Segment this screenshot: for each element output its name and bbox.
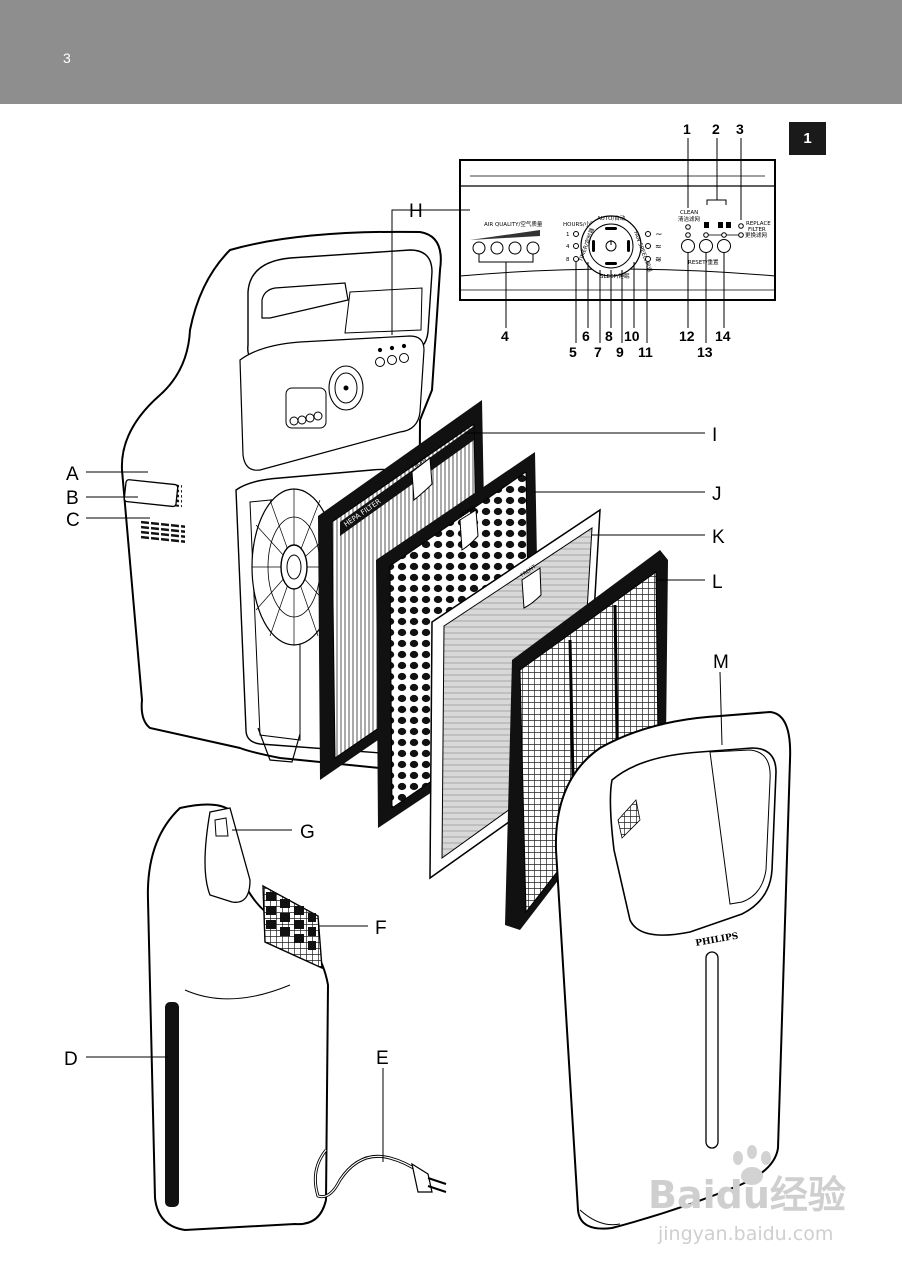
page-number: 3 — [63, 50, 71, 66]
callout-b: B — [66, 488, 79, 509]
svg-text:4: 4 — [566, 244, 570, 250]
callout-c: C — [66, 510, 80, 531]
front-cover: PHILIPS — [554, 710, 792, 1230]
callout-3: 3 — [736, 121, 744, 137]
callout-10: 10 — [624, 328, 640, 344]
callout-g: G — [300, 822, 315, 843]
air-quality-lights — [472, 241, 540, 290]
callout-h: H — [409, 201, 423, 222]
purifier-rear-view — [146, 803, 447, 1232]
callout-12: 12 — [679, 328, 695, 344]
callout-letters: A B C H I J K L M G F D E — [64, 201, 729, 1070]
svg-text:1: 1 — [566, 232, 570, 238]
hours-label: HOURS/小时 — [563, 220, 596, 228]
callout-7: 7 — [594, 344, 602, 360]
svg-text:≋: ≋ — [655, 255, 662, 264]
watermark: Baidu经验 jingyan.baidu.com — [648, 1145, 846, 1245]
callout-2: 2 — [712, 121, 720, 137]
svg-text:~: ~ — [655, 230, 663, 240]
figure-badge: 1 — [789, 122, 826, 155]
callout-4: 4 — [501, 328, 509, 344]
callout-f: F — [375, 918, 387, 939]
control-panel-detail: AIR QUALITY/空气质量 HOURS/小时 1 4 8 AUTO/自动 — [459, 138, 776, 343]
callout-13: 13 — [697, 344, 713, 360]
auto-label: AUTO/自动 — [597, 214, 626, 222]
svg-text:8: 8 — [566, 257, 570, 263]
mesh-filter — [505, 550, 668, 930]
clean-label: CLEAN — [680, 210, 698, 216]
svg-text:FILTER: FILTER — [748, 227, 766, 233]
callout-a: A — [66, 464, 79, 485]
power-dial — [580, 215, 642, 277]
watermark-url: jingyan.baidu.com — [657, 1223, 833, 1245]
callout-numbers: 1 2 3 4 5 6 7 8 9 10 11 12 13 14 — [501, 121, 744, 360]
callout-9: 9 — [616, 344, 624, 360]
reset-label: RESET/重置 — [688, 258, 719, 266]
replace-label: REPLACE — [746, 221, 771, 227]
svg-text:更换滤网: 更换滤网 — [745, 231, 768, 239]
watermark-brand: Baidu经验 — [648, 1173, 846, 1217]
callout-5: 5 — [569, 344, 577, 360]
callout-1: 1 — [683, 121, 691, 137]
air-quality-label: AIR QUALITY/空气质量 — [484, 220, 543, 228]
callout-j: J — [712, 484, 722, 505]
svg-text:清洁滤网: 清洁滤网 — [678, 215, 701, 223]
callout-8: 8 — [605, 328, 613, 344]
callout-11: 11 — [638, 344, 653, 360]
callout-i: I — [712, 425, 717, 446]
callout-d: D — [64, 1049, 78, 1070]
callout-e: E — [376, 1048, 389, 1069]
callout-l: L — [712, 572, 723, 593]
callout-14: 14 — [715, 328, 731, 344]
svg-text:≈: ≈ — [655, 242, 662, 251]
callout-6: 6 — [582, 328, 590, 344]
callout-k: K — [712, 527, 725, 548]
header-bar: 3 — [0, 0, 902, 104]
sleep-label: SLEEP/睡眠 — [600, 272, 630, 280]
callout-m: M — [713, 652, 729, 673]
paw-icon — [733, 1145, 771, 1185]
